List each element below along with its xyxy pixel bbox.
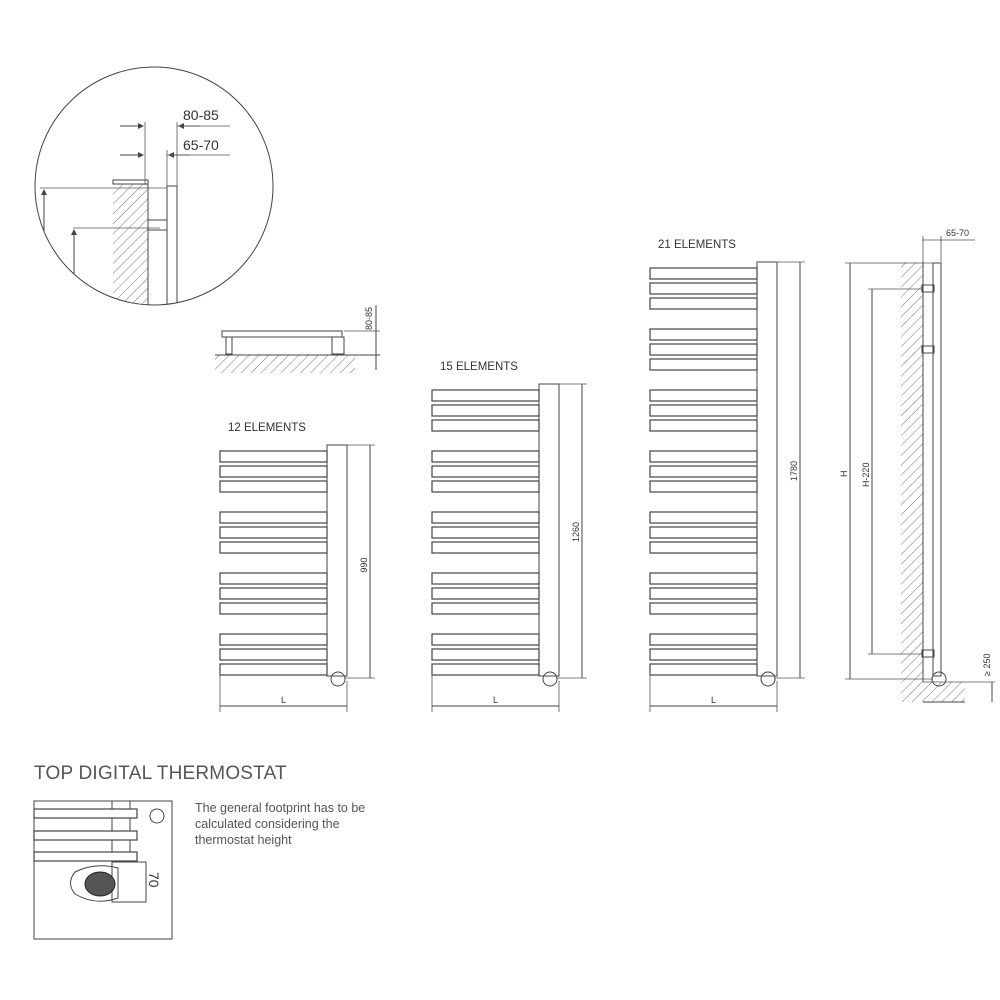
towel-bar (431, 587, 540, 600)
towel-bar (431, 572, 540, 585)
side-depth-label: 65-70 (946, 228, 969, 238)
collector-pipe (756, 261, 778, 677)
towel-bar (219, 450, 328, 463)
side-clearance-label: ≥ 250 (982, 654, 992, 676)
model-label: 21 ELEMENTS (658, 239, 736, 251)
towel-bar (649, 526, 758, 539)
thermostat-drawing: 70 (33, 800, 173, 940)
towel-bar (219, 663, 328, 676)
towel-bar (649, 602, 758, 615)
height-label: 1260 (571, 522, 581, 542)
thermostat-title: TOP DIGITAL THERMOSTAT (34, 763, 287, 784)
towel-bar (219, 526, 328, 539)
towel-bar (649, 465, 758, 478)
towel-bar (431, 419, 540, 432)
towel-bar (431, 648, 540, 661)
model-label: 12 ELEMENTS (228, 422, 306, 434)
towel-bar (431, 404, 540, 417)
towel-bar (219, 572, 328, 585)
towel-bar (649, 343, 758, 356)
valve (542, 671, 558, 687)
towel-bar (219, 587, 328, 600)
width-label: L (281, 695, 286, 705)
towel-bar (219, 511, 328, 524)
towel-bar (431, 389, 540, 402)
towel-bar (649, 389, 758, 402)
towel-bar (219, 602, 328, 615)
towel-bar (649, 358, 758, 371)
width-label: L (493, 695, 498, 705)
towel-bar (431, 633, 540, 646)
side-view: H H-220 65-70 ≥ 250 (839, 228, 995, 703)
towel-bar (219, 541, 328, 554)
towel-bar (649, 404, 758, 417)
width-label: L (711, 695, 716, 705)
towel-bar (219, 465, 328, 478)
thermostat-note: The general footprint has to be calculat… (195, 801, 366, 847)
model-label: 15 ELEMENTS (440, 361, 518, 373)
towel-bar (431, 541, 540, 554)
towel-bar (431, 602, 540, 615)
side-height-label: H (839, 471, 849, 478)
towel-bar (219, 480, 328, 493)
towel-bar (649, 633, 758, 646)
towel-bar (649, 541, 758, 554)
thermostat-dim: 70 (146, 872, 162, 888)
height-label: 990 (359, 557, 369, 572)
towel-bar (649, 663, 758, 676)
towel-bar (649, 419, 758, 432)
collector-pipe (538, 383, 560, 677)
towel-bar (431, 480, 540, 493)
towel-bar (649, 282, 758, 295)
towel-bar (431, 526, 540, 539)
wall-detail-callout: 80-85 65-70 (34, 66, 274, 306)
towel-bar (649, 587, 758, 600)
towel-bar (649, 297, 758, 310)
detail-dim-outer: 80-85 (183, 107, 219, 123)
side-bracket-label: H-220 (861, 462, 871, 487)
top-view: 80-85 (215, 305, 380, 373)
valve (760, 671, 776, 687)
towel-bar (649, 648, 758, 661)
towel-bar (649, 267, 758, 280)
towel-bar (431, 465, 540, 478)
towel-bar (219, 633, 328, 646)
towel-bar (649, 450, 758, 463)
towel-bar (431, 511, 540, 524)
towel-bar (649, 511, 758, 524)
towel-bar (649, 480, 758, 493)
towel-bar (649, 328, 758, 341)
towel-bar (219, 648, 328, 661)
detail-dim-inner: 65-70 (183, 137, 219, 153)
towel-bar (431, 663, 540, 676)
height-label: 1780 (789, 461, 799, 481)
collector-pipe (326, 444, 348, 677)
towel-bar (649, 572, 758, 585)
top-view-dim: 80-85 (364, 307, 374, 330)
valve (330, 671, 346, 687)
towel-bar (431, 450, 540, 463)
